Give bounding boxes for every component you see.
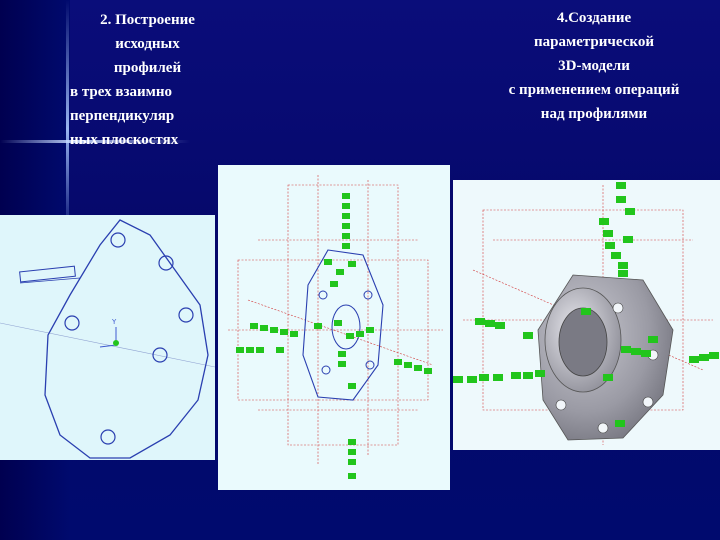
constraint-tags	[236, 193, 432, 479]
hub-bore	[558, 307, 608, 377]
three-planes-sketch-panel	[218, 165, 450, 490]
flange-outline-projection	[302, 249, 384, 401]
right-heading: 4.Создание параметрической 3D-модели с п…	[478, 6, 710, 126]
left-heading-line-5: перпендикуляр	[70, 108, 175, 124]
dimension-lines	[228, 175, 443, 465]
right-heading-line-2: параметрической	[534, 34, 654, 50]
left-heading-line-1: 2. Построение	[100, 12, 195, 28]
left-heading-line-4: в трех взаимно	[70, 84, 172, 100]
bolt-hole	[152, 347, 168, 363]
glow-vertical-line	[66, 0, 69, 215]
left-heading-line-3: профилей	[113, 60, 182, 76]
sketch-edge	[19, 277, 81, 284]
left-heading-line-6: ных плоскостях	[70, 132, 179, 148]
flange-outline	[44, 219, 209, 459]
right-heading-line-3: 3D-модели	[558, 58, 630, 74]
3d-model-drawing	[453, 182, 719, 445]
axis-label-y: Y	[111, 318, 117, 326]
sketch-plane-line	[0, 322, 215, 368]
origin-marker	[113, 340, 119, 346]
bolt-hole	[158, 255, 174, 271]
right-heading-line-4: с применением операций	[508, 82, 680, 98]
profile-sketch-panel: Y	[0, 215, 215, 460]
model-constraint-tags	[453, 182, 719, 427]
right-heading-line-5: над профилями	[540, 106, 648, 122]
projection-holes	[318, 290, 375, 375]
bolt-hole	[178, 307, 194, 323]
left-heading-line-2: исходных	[115, 36, 180, 52]
x-axis-arrow	[99, 344, 117, 348]
parametric-3d-model-panel	[453, 180, 720, 450]
left-heading: 2. Построение исходных профилей в трех в…	[60, 8, 235, 152]
bolt-hole	[64, 315, 80, 331]
three-planes-drawing	[228, 175, 443, 479]
profile-sketch-drawing: Y	[0, 219, 215, 459]
right-heading-line-1: 4.Создание	[556, 10, 632, 26]
bolt-hole	[100, 429, 116, 445]
glow-horizontal-line	[0, 140, 190, 143]
sketch-slot	[19, 265, 76, 283]
bolt-hole	[110, 232, 126, 248]
model-bolt-holes	[555, 302, 659, 434]
